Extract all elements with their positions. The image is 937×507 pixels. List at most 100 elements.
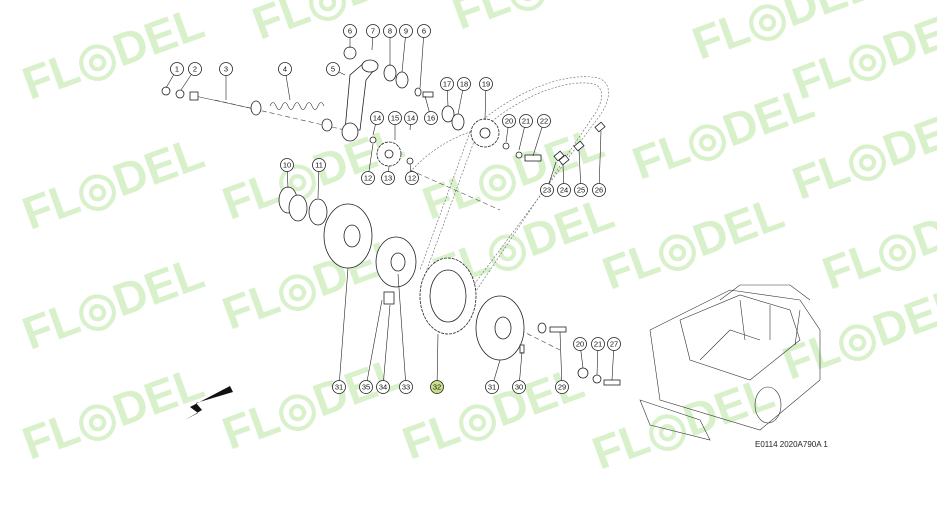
chain-links <box>553 121 606 166</box>
callout-20: 20 <box>573 337 587 369</box>
callout-22: 22 <box>532 114 551 157</box>
leader-line <box>559 331 563 388</box>
callout-circle <box>512 380 526 394</box>
callout-circle <box>359 380 373 394</box>
callout-circle <box>502 114 516 128</box>
callout-number: 1 <box>175 65 179 74</box>
callout-number: 14 <box>373 114 381 123</box>
callout-circle <box>170 62 184 76</box>
callout-12: 12 <box>361 143 375 185</box>
callout-16: 16 <box>424 95 438 125</box>
callout-circle <box>388 111 402 125</box>
callout-3: 3 <box>219 62 233 100</box>
callout-21: 21 <box>518 114 533 151</box>
callout-1: 1 <box>165 62 184 89</box>
watermark-text: FL◎DEL <box>596 186 791 299</box>
callout-31: 31 <box>485 359 501 394</box>
callout-14: 14 <box>404 111 418 131</box>
callout-circle <box>404 111 418 125</box>
callout-12: 12 <box>405 163 419 185</box>
callout-number: 15 <box>391 114 399 123</box>
callout-17: 17 <box>440 77 454 107</box>
callout-number: 33 <box>402 383 410 392</box>
callout-circle <box>430 380 444 394</box>
callout-number: 31 <box>335 383 343 392</box>
callout-number: 24 <box>560 186 568 195</box>
callout-circle <box>361 171 375 185</box>
callout-number: 9 <box>404 27 408 36</box>
callout-5: 5 <box>326 62 346 76</box>
callout-11: 11 <box>312 158 326 199</box>
leader-line <box>598 130 602 191</box>
watermark-text: FL◎DEL <box>446 0 641 39</box>
callout-34: 34 <box>376 304 391 394</box>
watermark-text: FL◎DEL <box>216 226 411 339</box>
watermark-text: FL◎DEL <box>16 246 211 359</box>
leader-line <box>338 267 349 388</box>
callout-number: 6 <box>422 27 426 36</box>
callout-number: 12 <box>408 174 416 183</box>
callout-number: 20 <box>576 340 584 349</box>
assembly-lines <box>214 99 561 351</box>
callout-7: 7 <box>366 24 380 51</box>
reference-code: E0114 2020A790A 1 <box>755 440 828 449</box>
callout-30: 30 <box>512 351 526 394</box>
leader-line <box>397 273 407 388</box>
callout-circle <box>555 380 569 394</box>
callout-circle <box>188 62 202 76</box>
callout-24: 24 <box>557 164 571 197</box>
callout-6: 6 <box>343 24 357 48</box>
callout-35: 35 <box>359 299 383 394</box>
callout-circle <box>280 158 294 172</box>
callout-circle <box>440 77 454 91</box>
leader-line <box>365 299 383 388</box>
callout-20: 20 <box>502 114 516 143</box>
arrow-icon <box>185 386 233 420</box>
callout-circle <box>405 171 419 185</box>
callout-circle <box>278 62 292 76</box>
callout-number: 25 <box>577 186 585 195</box>
callout-33: 33 <box>397 273 413 394</box>
leader-line <box>436 333 439 388</box>
callout-19: 19 <box>479 77 493 121</box>
callout-number: 2 <box>193 65 197 74</box>
watermark-text: FL◎DEL <box>16 356 211 469</box>
callout-number: 21 <box>594 340 602 349</box>
callout-circle <box>399 380 413 394</box>
watermark-text: FL◎DEL <box>246 0 441 49</box>
watermark-text: FL◎DEL <box>776 276 937 389</box>
callout-21: 21 <box>591 337 605 376</box>
callout-circle <box>592 183 606 197</box>
drive-assembly <box>278 186 621 386</box>
callout-circle <box>485 380 499 394</box>
callout-number: 27 <box>610 340 618 349</box>
callout-number: 4 <box>283 65 287 74</box>
callout-18: 18 <box>457 77 471 115</box>
callout-number: 3 <box>224 65 228 74</box>
callout-circle <box>573 337 587 351</box>
callout-circle <box>326 62 340 76</box>
chain <box>409 76 609 295</box>
callout-circle <box>557 183 571 197</box>
callout-circle <box>366 24 380 38</box>
callout-13: 13 <box>381 165 395 185</box>
callout-circle <box>370 111 384 125</box>
callout-circle <box>457 77 471 91</box>
callout-circle <box>424 111 438 125</box>
watermark-text: FL◎DEL <box>216 346 411 459</box>
callout-26: 26 <box>592 130 606 197</box>
callout-number: 11 <box>315 161 323 170</box>
callout-circle <box>417 24 431 38</box>
callout-9: 9 <box>399 24 413 73</box>
callout-number: 7 <box>371 27 375 36</box>
callout-number: 10 <box>283 161 291 170</box>
callout-number: 35 <box>362 383 370 392</box>
callout-circle <box>479 77 493 91</box>
callout-circle <box>383 24 397 38</box>
callout-number: 21 <box>522 117 530 126</box>
callout-number: 32 <box>433 383 441 392</box>
callout-number: 14 <box>407 114 415 123</box>
